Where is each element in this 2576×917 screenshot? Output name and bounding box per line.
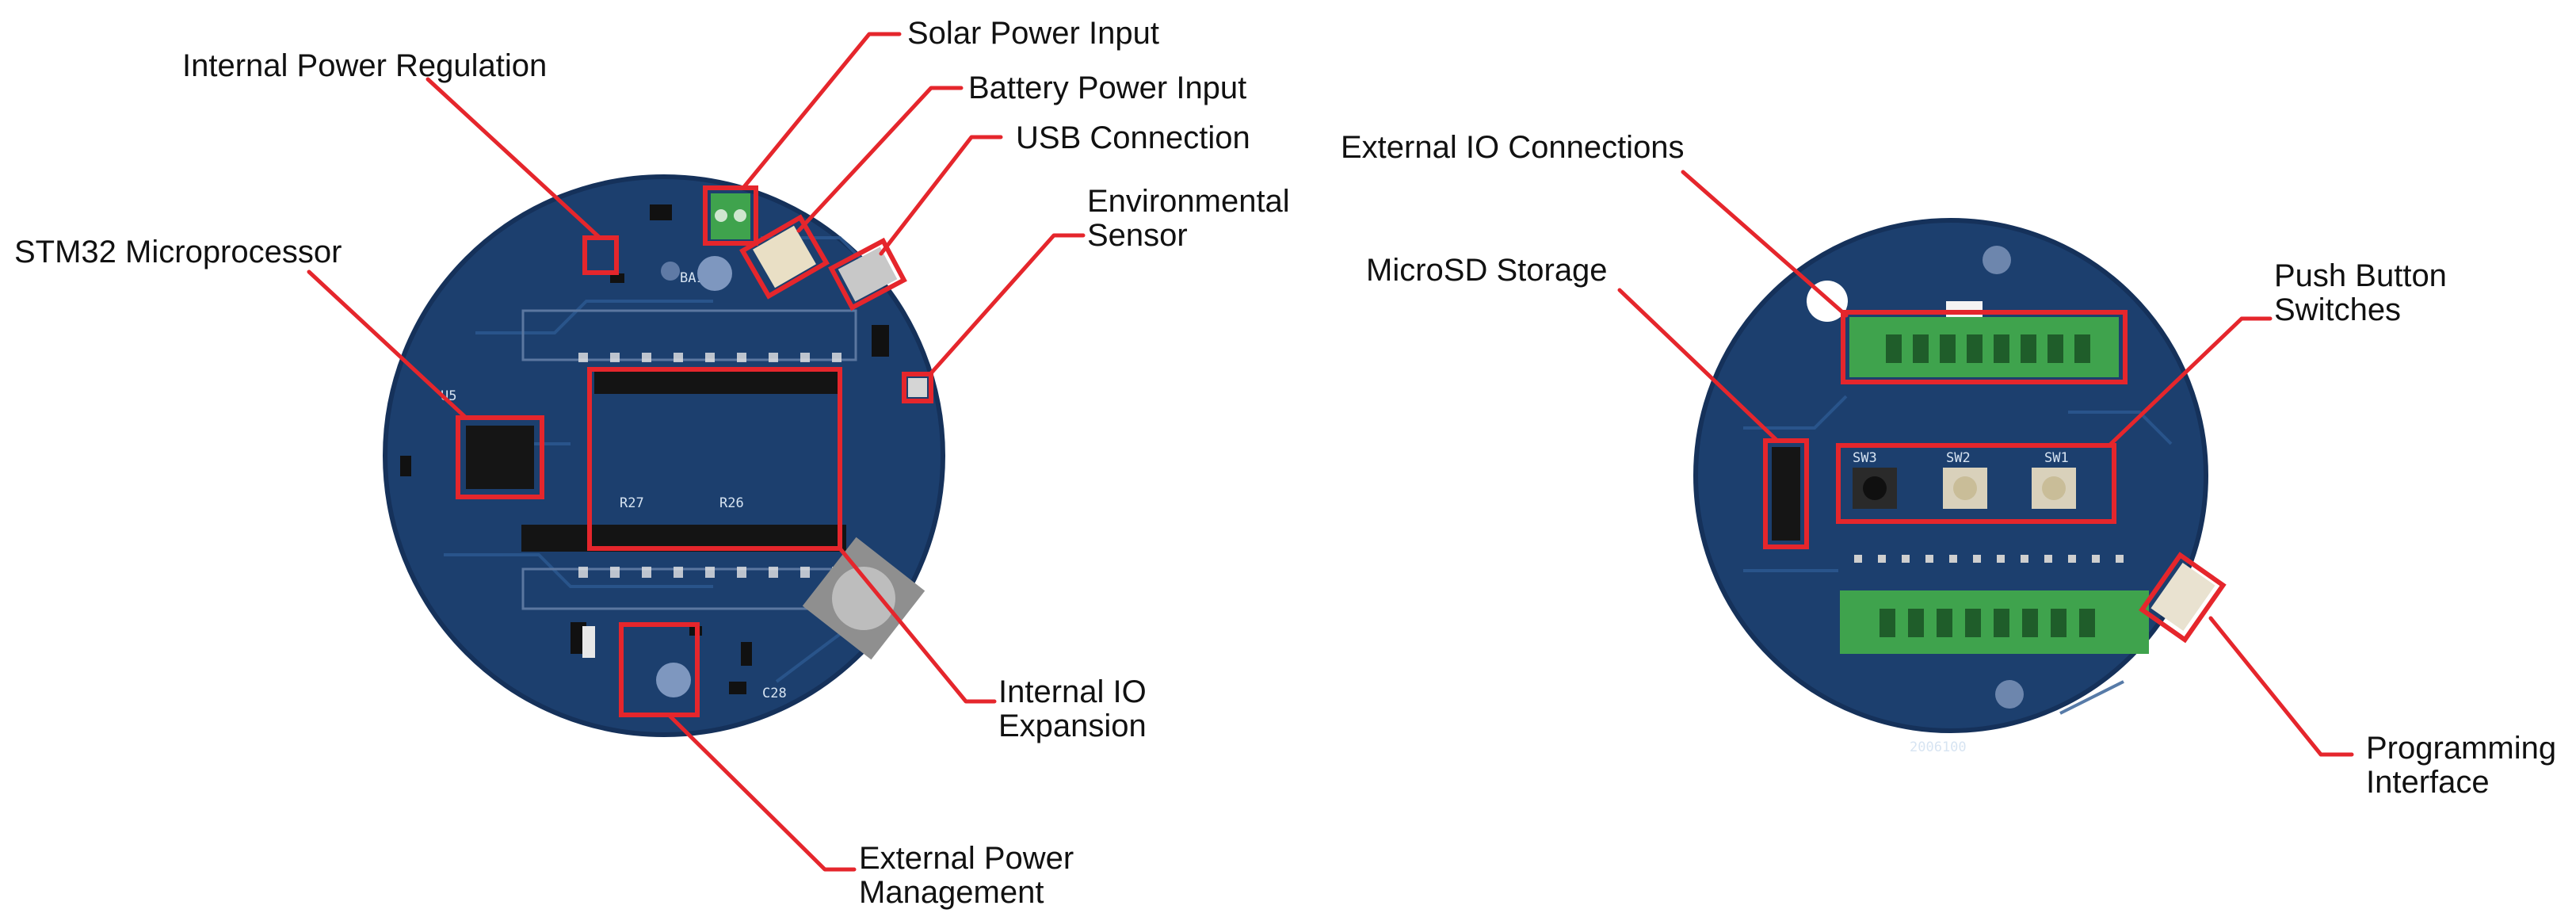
label-environmental-sensor: Environmental Sensor	[1087, 184, 1299, 253]
back-bottom-terminal	[1840, 590, 2149, 654]
front-pad-bottom	[656, 663, 691, 697]
leader-programming-interface	[2208, 616, 2354, 757]
leader-microsd-storage	[1617, 288, 1780, 443]
highlight-programming-interface	[2139, 552, 2227, 644]
leader-external-io-connections	[1681, 170, 1849, 318]
battery-connector	[753, 225, 816, 288]
push-buttons	[1853, 468, 2076, 509]
leader-solar-power-input	[741, 32, 902, 190]
leader-environmental-sensor	[928, 233, 1086, 376]
leader-internal-power-regulation	[426, 77, 602, 240]
button-sw1-cap	[2042, 476, 2066, 500]
highlight-external-io-connections	[1841, 310, 2128, 384]
silk-c28: C28	[762, 686, 787, 701]
highlight-push-button-switches	[1836, 443, 2116, 524]
usb-connector	[838, 246, 898, 302]
back-pad-top	[1983, 246, 2011, 274]
silk-r27: R27	[620, 495, 644, 511]
label-external-power-management: External Power Management	[859, 841, 1082, 910]
microsd-slot	[1772, 447, 1800, 541]
highlight-internal-io-expansion	[587, 367, 842, 551]
solar-terminal-screw-2	[734, 209, 746, 222]
label-usb-connection: USB Connection	[1016, 120, 1250, 155]
silk-r26: R26	[719, 495, 744, 511]
front-smd-parts	[400, 204, 889, 694]
label-external-io-connections: External IO Connections	[1341, 130, 1685, 165]
button-sw2-cap	[1953, 476, 1977, 500]
label-internal-power-regulation: Internal Power Regulation	[182, 48, 547, 83]
solar-terminal-screw-1	[715, 209, 727, 222]
label-battery-power-input: Battery Power Input	[968, 71, 1246, 105]
label-internal-io-expansion: Internal IO Expansion	[998, 674, 1155, 743]
back-top-terminal	[1849, 317, 2119, 377]
front-board: U5 BA1 R27 R26 C28	[383, 174, 945, 737]
front-header-pins	[578, 353, 841, 578]
environmental-sensor-chip	[908, 378, 927, 397]
front-pad-top	[697, 256, 732, 291]
leader-push-button-switches	[2107, 316, 2273, 448]
front-pcb	[383, 174, 945, 737]
coin-cell	[832, 567, 895, 630]
label-stm32-microprocessor: STM32 Microprocessor	[14, 235, 342, 269]
leader-usb-connection	[879, 135, 1003, 256]
highlight-usb-connection	[828, 237, 907, 311]
leader-stm32-microprocessor	[307, 269, 468, 420]
leader-battery-power-input	[796, 86, 964, 233]
silk-sw2: SW2	[1946, 450, 1971, 466]
callout-labels: Internal Power Regulation Solar Power In…	[14, 16, 2565, 910]
leader-internal-io-expansion	[838, 546, 997, 704]
label-push-button-switches: Push Button Switches	[2274, 258, 2456, 327]
highlight-environmental-sensor	[902, 372, 933, 403]
silk-sw3: SW3	[1853, 450, 1877, 466]
back-pin-row	[1854, 555, 2124, 563]
highlight-battery-power-input	[739, 214, 830, 300]
leader-lines	[307, 32, 2354, 872]
highlight-external-power-management	[619, 622, 700, 717]
leader-external-power-management	[666, 713, 857, 872]
back-board: SW3 SW2 SW1 2006100	[1693, 218, 2227, 755]
highlight-microsd-storage	[1763, 438, 1809, 549]
front-via-left	[661, 262, 680, 281]
label-solar-power-input: Solar Power Input	[907, 16, 1159, 51]
programming-connector	[2150, 562, 2215, 632]
silk-sw1: SW1	[2044, 450, 2069, 466]
highlight-solar-power-input	[703, 185, 758, 246]
label-microsd-storage: MicroSD Storage	[1366, 253, 1608, 288]
back-pad-bottom	[1995, 680, 2024, 709]
button-sw3-cap	[1863, 476, 1887, 500]
highlight-stm32-microprocessor	[456, 415, 544, 499]
label-programming-interface: Programming Interface	[2366, 731, 2565, 800]
silk-board-code: 2006100	[1910, 739, 1967, 755]
stm32-chip	[466, 426, 534, 489]
back-traces	[1743, 395, 2173, 715]
